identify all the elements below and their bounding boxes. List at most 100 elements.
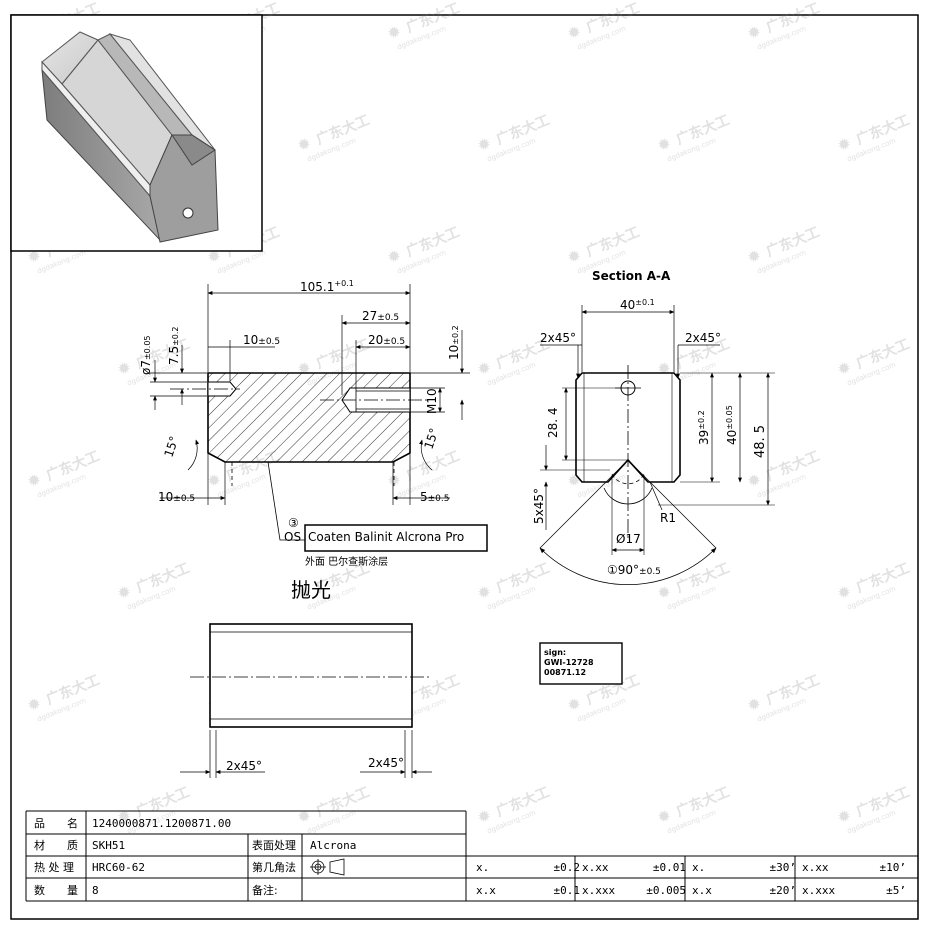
watermark-logo-icon: ✹ <box>384 469 404 492</box>
watermark-logo-icon: ✹ <box>834 581 854 604</box>
tb-label-surface: 表面处理 <box>252 838 296 852</box>
section-dim-48-5: 48. 5 <box>753 425 768 458</box>
angle-right: 15° <box>422 426 442 451</box>
tolerance-key: x.x <box>476 884 496 897</box>
sign-line-1: sign: <box>544 648 566 657</box>
title-block <box>25 810 918 902</box>
watermark-logo-icon: ✹ <box>744 469 764 492</box>
watermark-logo-icon: ✹ <box>474 357 494 380</box>
watermark-logo-icon: ✹ <box>834 133 854 156</box>
tb-label-projection: 第几角法 <box>252 860 296 874</box>
tolerance-key: x.x <box>692 884 712 897</box>
tolerance-value: ±5’ <box>886 884 906 897</box>
dim-bottom-left: 10±0.5 <box>158 490 195 504</box>
tolerance-value: ±10’ <box>880 861 907 874</box>
front-view <box>150 284 488 552</box>
tb-label-qty: 数 量 <box>34 884 78 897</box>
dim-overall-length: 105.1+0.1 <box>300 279 354 294</box>
dim-27: 27±0.5 <box>362 309 399 323</box>
tolerance-value: ±30’ <box>770 861 797 874</box>
polish-note: 抛光 <box>291 578 331 602</box>
title-block-text: 品 名 1240000871.1200871.00 材 质 SKH51 表面处理… <box>34 816 356 897</box>
tb-label-name: 品 名 <box>34 816 78 830</box>
watermark-logo-icon: ✹ <box>114 357 134 380</box>
tb-label-remark: 备注: <box>252 883 278 897</box>
tolerance-value: ±0.005 <box>646 884 686 897</box>
section-diameter: Ø17 <box>616 532 641 546</box>
top-chamfer-right: 2x45° <box>368 756 404 770</box>
watermark-logo-icon: ✹ <box>744 245 764 268</box>
dim-10-left: 10±0.5 <box>243 333 280 347</box>
watermark-logo-icon: ✹ <box>474 805 494 828</box>
watermark-logo-icon: ✹ <box>294 805 314 828</box>
tolerance-value: ±0.1 <box>554 884 581 897</box>
watermark-logo-icon: ✹ <box>114 581 134 604</box>
watermark-logo-icon: ✹ <box>744 693 764 716</box>
sign-box: sign: GWI-12728 00871.12 <box>539 642 623 685</box>
tb-value-qty: 8 <box>92 884 99 897</box>
tolerance-key: x. <box>476 861 489 874</box>
front-body <box>207 372 411 463</box>
tb-value-material: SKH51 <box>92 839 125 852</box>
angle-left: 15° <box>162 434 182 459</box>
watermark-logo-icon: ✹ <box>294 581 314 604</box>
watermark-logo-icon: ✹ <box>204 469 224 492</box>
top-body <box>209 623 413 728</box>
section-chamfer-left: 2x45° <box>540 331 576 345</box>
tolerance-key: x. <box>692 861 705 874</box>
iso-view <box>10 14 263 252</box>
coating-cn: 外面 巴尔查斯涂层 <box>305 555 388 568</box>
watermark-logo-icon: ✹ <box>564 693 584 716</box>
callout-os: OS <box>284 530 301 544</box>
watermark-logo-icon: ✹ <box>294 133 314 156</box>
tolerance-value: ±0.2 <box>554 861 581 874</box>
sign-line-2: GWI-12728 <box>544 658 594 667</box>
watermark-logo-icon: ✹ <box>834 805 854 828</box>
watermark-logo-icon: ✹ <box>654 581 674 604</box>
section-radius: R1 <box>660 511 676 525</box>
watermark-logo-icon: ✹ <box>474 581 494 604</box>
section-width: 40±0.1 <box>620 298 655 312</box>
top-view <box>180 623 432 778</box>
top-view-labels: 2x45° 2x45° <box>226 756 404 773</box>
tolerance-key: x.xx <box>802 861 829 874</box>
section-title: Section A-A <box>592 269 671 283</box>
front-view-labels: 105.1+0.1 27±0.5 20±0.5 10±0.5 10±0.2 M1… <box>139 279 464 602</box>
watermark-logo-icon: ✹ <box>564 21 584 44</box>
tolerance-key: x.xxx <box>802 884 835 897</box>
iso-hole <box>182 207 194 219</box>
dim-10-right: 10±0.2 <box>447 325 461 360</box>
section-angle: ①90°±0.5 <box>607 563 661 577</box>
watermark-logo-icon: ✹ <box>654 805 674 828</box>
tb-label-heat: 热 处 理 <box>34 861 74 874</box>
iso-part-image <box>41 31 219 243</box>
dim-bottom-right: 5±0.5 <box>420 490 450 504</box>
section-dim-39: 39±0.2 <box>697 410 711 445</box>
watermark-logo-icon: ✹ <box>654 133 674 156</box>
tolerance-value: ±0.01 <box>653 861 686 874</box>
tolerance-key: x.xx <box>582 861 609 874</box>
outer-frame <box>10 14 919 920</box>
section-dim-5x45: 5x45° <box>532 488 546 524</box>
sign-line-3: 00871.12 <box>544 668 586 677</box>
watermark-logo-icon: ✹ <box>744 21 764 44</box>
watermark-logo-icon: ✹ <box>474 133 494 156</box>
dim-thread: M10 <box>425 388 439 414</box>
watermark-logo-icon: ✹ <box>384 245 404 268</box>
